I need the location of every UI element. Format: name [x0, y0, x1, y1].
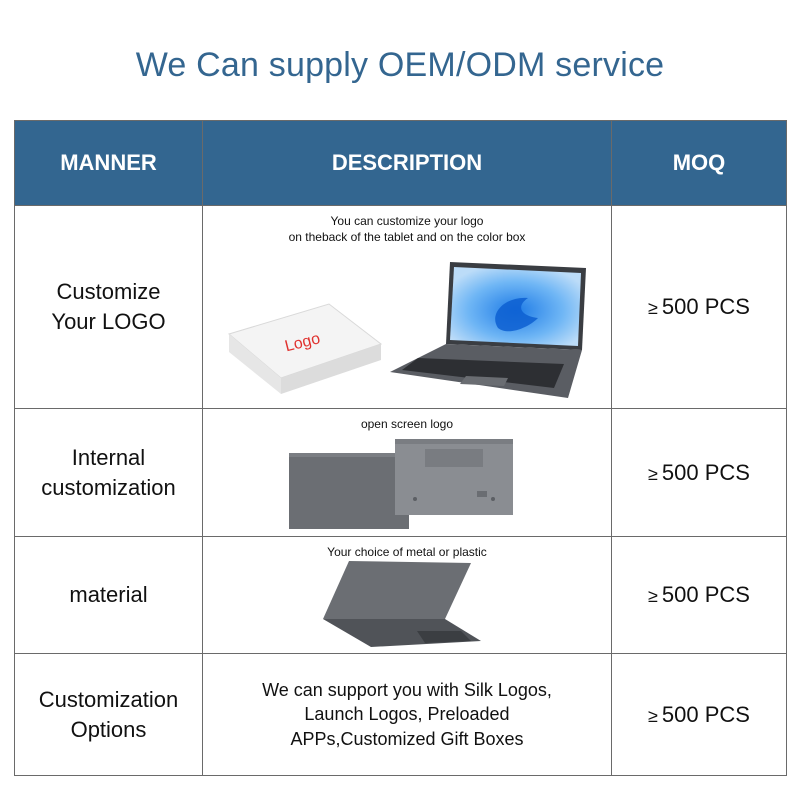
moq-cell: ≥500 PCS — [611, 653, 787, 776]
manner-label: Internal customization — [41, 444, 176, 500]
manner-label: Customize Your LOGO — [51, 279, 166, 334]
description-caption: open screen logo — [360, 417, 454, 431]
manner-cell: Customize Your LOGO — [14, 205, 203, 409]
laptop-bottom-image — [395, 439, 513, 515]
table-header-row: MANNER DESCRIPTION MOQ — [14, 120, 787, 206]
header-moq: MOQ — [611, 120, 787, 206]
greater-equal-symbol: ≥ — [648, 463, 658, 484]
table-row: material Your choice of metal or plastic… — [14, 536, 787, 654]
greater-equal-symbol: ≥ — [648, 586, 658, 607]
greater-equal-symbol: ≥ — [648, 705, 658, 726]
description-cell: Your choice of metal or plastic — [202, 536, 612, 654]
laptop-open-back-image — [323, 561, 481, 647]
description-cell: We can support you with Silk Logos, Laun… — [202, 653, 612, 776]
description-cell: open screen logo — [202, 408, 612, 537]
description-text: We can support you with Silk Logos, Laun… — [262, 680, 552, 749]
manner-label: Customization Options — [38, 686, 179, 742]
description-cell: You can customize your logo on theback o… — [202, 205, 612, 409]
greater-equal-symbol: ≥ — [648, 298, 658, 319]
moq-value: 500 PCS — [661, 582, 750, 608]
laptop-image — [390, 262, 586, 398]
header-description: DESCRIPTION — [202, 120, 612, 206]
manner-cell: Internal customization — [14, 408, 203, 537]
table-row: Customization Options We can support you… — [14, 653, 787, 776]
manner-cell: Customization Options — [14, 653, 203, 776]
manner-cell: material — [14, 536, 203, 654]
moq-cell: ≥500 PCS — [611, 536, 787, 654]
moq-value: 500 PCS — [661, 459, 750, 485]
table-row: Customize Your LOGO You can customize yo… — [14, 205, 787, 409]
moq-value: 500 PCS — [661, 294, 750, 320]
oem-odm-table: MANNER DESCRIPTION MOQ Customize Your LO… — [14, 120, 787, 776]
moq-cell: ≥500 PCS — [611, 408, 787, 537]
description-caption: You can customize your logo on theback o… — [288, 214, 526, 244]
table-row: Internal customization open screen logo … — [14, 408, 787, 537]
header-manner: MANNER — [14, 120, 203, 206]
gift-box-image: Logo — [227, 303, 383, 394]
page-title: We Can supply OEM/ODM service — [135, 46, 665, 84]
moq-value: 500 PCS — [661, 701, 750, 727]
description-caption: Your choice of metal or plastic — [327, 545, 487, 559]
manner-label: material — [69, 582, 148, 608]
laptop-back-image — [289, 453, 409, 529]
moq-cell: ≥500 PCS — [611, 205, 787, 409]
